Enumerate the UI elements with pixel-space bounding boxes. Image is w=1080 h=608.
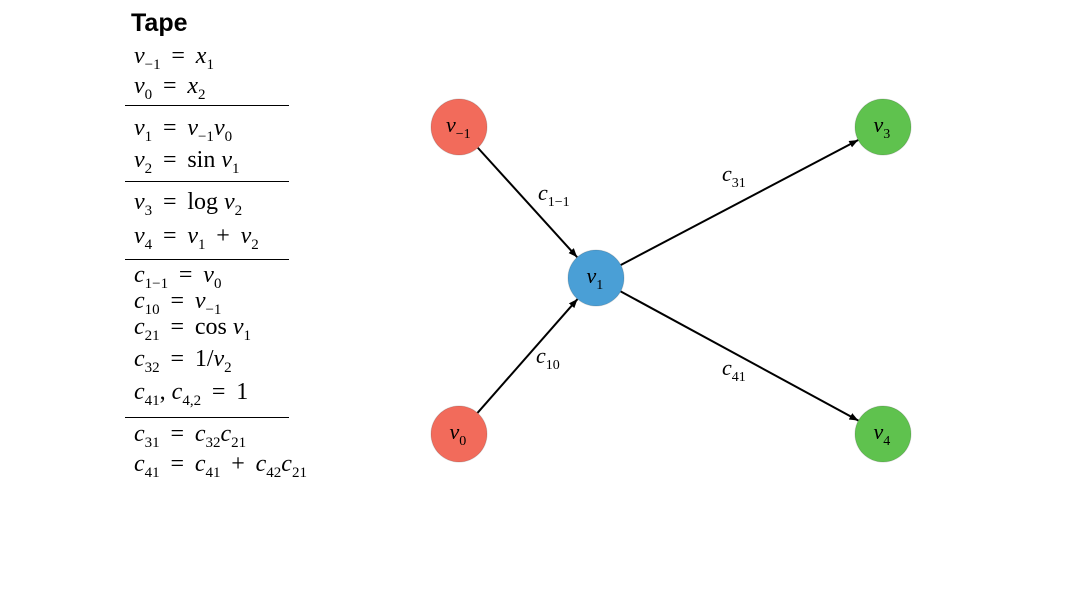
edge-v1-v4	[620, 290, 859, 422]
node-circle	[430, 98, 488, 156]
node-circle	[567, 249, 625, 307]
tape-line: v3 = log v2	[134, 189, 243, 219]
edge-label-c10: c10	[536, 343, 560, 373]
edge-vm1-v1	[477, 147, 578, 258]
tape-line: c21 = cos v1	[134, 314, 251, 344]
edge-label-c41: c41	[722, 355, 746, 385]
node-circle	[854, 98, 912, 156]
edge-v0-v1	[476, 298, 579, 414]
tape-line: v4 = v1 + v2	[134, 223, 259, 253]
tape-line: c32 = 1/v2	[134, 346, 232, 376]
node-v1: v1	[567, 249, 625, 307]
tape-divider	[125, 181, 289, 182]
tape-line: v0 = x2	[134, 73, 206, 103]
edge-label-c31: c31	[722, 161, 746, 191]
edge-v1-v3	[620, 139, 859, 266]
node-label: v0	[450, 419, 467, 449]
tape-line: c10 = v−1	[134, 288, 222, 318]
tape-line: v−1 = x1	[134, 43, 214, 73]
node-vm1: v−1	[430, 98, 488, 156]
tape-divider	[125, 417, 289, 418]
node-label: v4	[874, 419, 891, 449]
node-v4: v4	[854, 405, 912, 463]
tape-line: c31 = c32c21	[134, 421, 247, 451]
edge-label-c1−1: c1−1	[538, 180, 570, 210]
node-v0: v0	[430, 405, 488, 463]
node-label: v3	[874, 112, 891, 142]
tape-divider	[125, 259, 289, 260]
node-circle	[854, 405, 912, 463]
tape-line: v1 = v−1v0	[134, 115, 233, 145]
node-label: v1	[587, 263, 604, 293]
node-label: v−1	[446, 112, 471, 142]
node-v3: v3	[854, 98, 912, 156]
tape-title: Tape	[131, 9, 188, 37]
tape-line: c41 = c41 + c42c21	[134, 451, 307, 481]
tape-line: v2 = sin v1	[134, 147, 240, 177]
tape-divider	[125, 105, 289, 106]
tape-line: c41, c4,2 = 1	[134, 379, 249, 409]
tape-line: c1−1 = v0	[134, 262, 222, 292]
node-circle	[430, 405, 488, 463]
